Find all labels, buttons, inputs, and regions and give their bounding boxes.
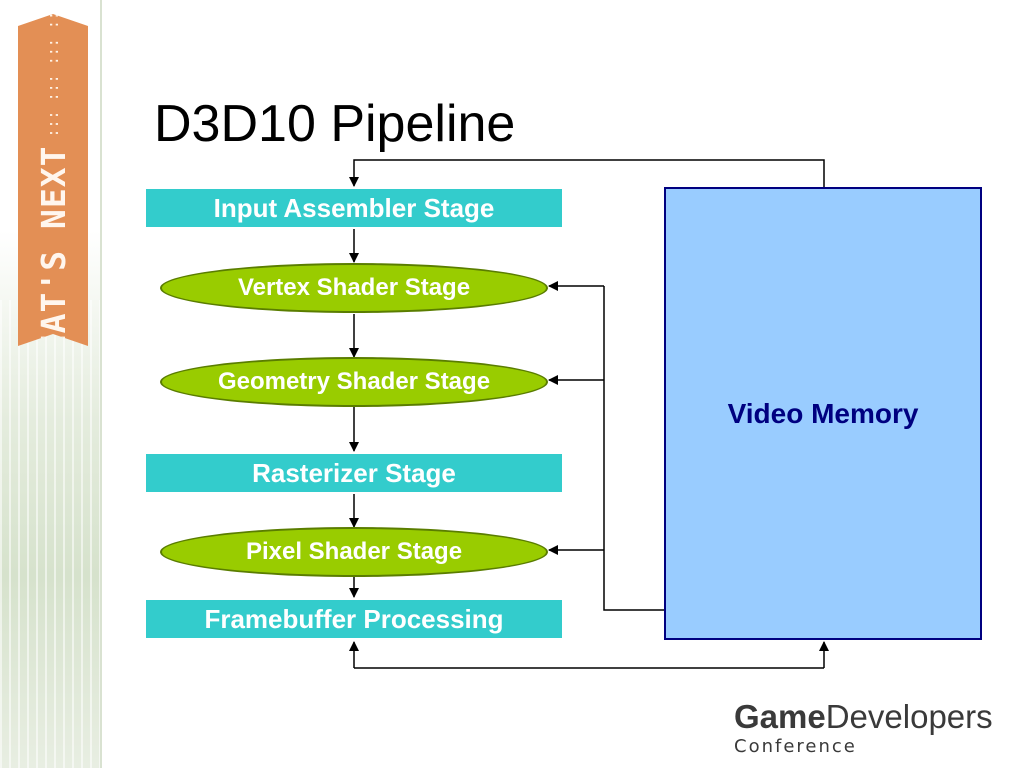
vertex-shader-stage: Vertex Shader Stage [160, 263, 548, 313]
geometry-shader-stage: Geometry Shader Stage [160, 357, 548, 407]
slide-title: D3D10 Pipeline [154, 95, 516, 153]
edge-memory-to-input-assembler [349, 159, 825, 187]
framebuffer-processing-stage: Framebuffer Processing [145, 599, 563, 639]
pixel-shader-stage: Pixel Shader Stage [160, 527, 548, 577]
input-assembler-stage: Input Assembler Stage [145, 188, 563, 228]
sidebar-divider [100, 0, 102, 768]
logo-line1: GameDevelopers [734, 700, 993, 734]
rasterizer-stage: Rasterizer Stage [145, 453, 563, 493]
sidebar: WHAT'S NEXT ::: ::: ::: ::GDC:06 [0, 0, 102, 768]
edge-memory-bus [603, 286, 664, 611]
sidebar-stripes [0, 300, 102, 768]
logo-developers-text: Developers [825, 698, 993, 735]
gdc-banner: WHAT'S NEXT ::: ::: ::: ::GDC:06 [18, 14, 88, 346]
video-memory-box: Video Memory [664, 187, 982, 640]
logo-game-text: Game [734, 698, 826, 735]
logo-conference-text: Conference [734, 736, 857, 757]
gdc-logo: GameDevelopers Conference [734, 700, 993, 758]
video-memory-label: Video Memory [727, 397, 919, 429]
